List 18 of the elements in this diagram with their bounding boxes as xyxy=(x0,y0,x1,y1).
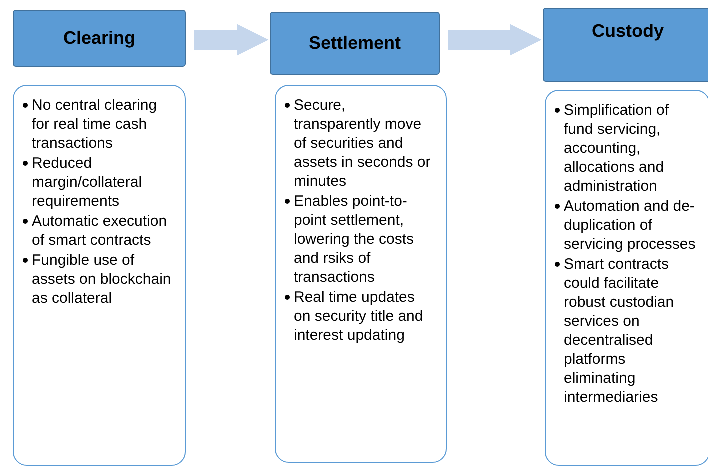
stage-header: Clearing xyxy=(13,10,186,67)
stage-header: Custody xyxy=(543,8,708,82)
bullet-item: No central clearing for real time cash transactions xyxy=(32,96,158,153)
details-panel xyxy=(545,90,708,466)
stage-header: Settlement xyxy=(270,12,440,75)
block-arrow xyxy=(448,24,542,56)
bullet-item: Automatic execution of smart contracts xyxy=(32,212,168,250)
bullet-item: Reduced margin/collateral requirements xyxy=(32,154,144,211)
bullet-item: Smart contracts could facilitate robust custodian services on decentralised platforms eliminating intermediaries xyxy=(564,255,676,407)
bullet-item: Secure, transparently move of securities and assets in seconds or minutes xyxy=(294,96,432,191)
bullet-item: Real time updates on security title and interest updating xyxy=(294,288,424,345)
block-arrow xyxy=(194,24,269,56)
bullet-item: Enables point-to-point settlement, lowering the costs and rsiks of transactions xyxy=(294,192,416,287)
bullet-item: Simplification of fund servicing, accounting, allocations and administration xyxy=(564,101,670,196)
bullet-item: Fungible use of assets on blockchain as collateral xyxy=(32,251,172,308)
bullet-item: Automation and de-duplication of servicing processes xyxy=(564,197,697,254)
details-panel xyxy=(13,85,186,466)
details-panel xyxy=(275,85,447,463)
